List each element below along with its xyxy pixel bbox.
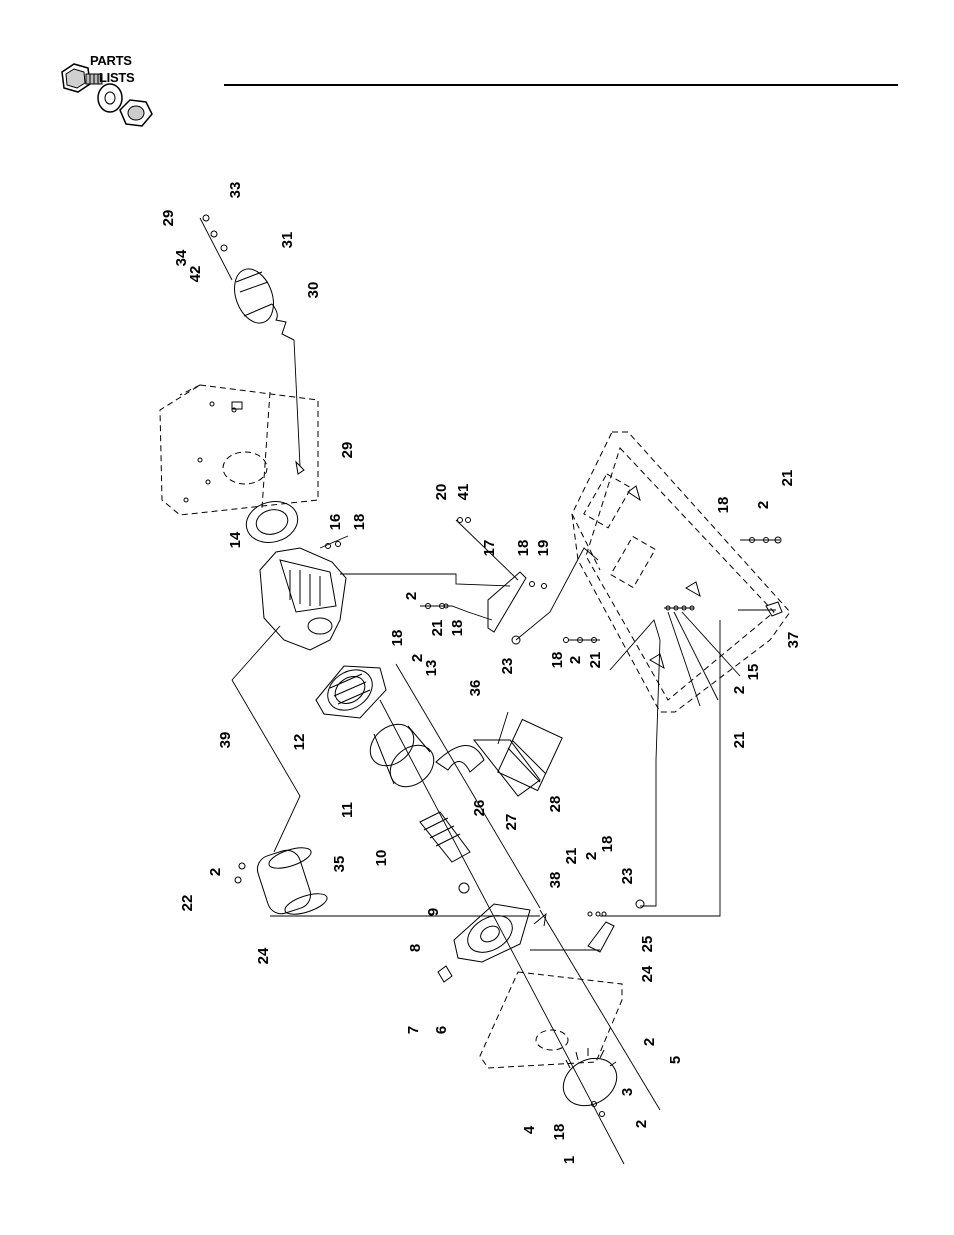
- callout-number: 18: [549, 652, 566, 669]
- callout-number: 18: [351, 514, 368, 531]
- callout-number: 6: [433, 1026, 450, 1034]
- callout-number: 5: [667, 1056, 684, 1064]
- callout-number: 22: [179, 895, 196, 912]
- leader-lines: [232, 536, 660, 1164]
- callout-number: 4: [521, 1125, 538, 1134]
- lower-frame-panel: [480, 972, 622, 1068]
- callout-number: 18: [599, 836, 616, 853]
- callout-number: 16: [327, 514, 344, 531]
- callout-number: 34: [173, 249, 190, 266]
- callout-number: 19: [535, 540, 552, 557]
- callout-number: 42: [187, 266, 204, 283]
- callout-number: 2: [755, 501, 772, 509]
- callout-number: 2: [633, 1120, 650, 1128]
- fan-4: [555, 1048, 625, 1117]
- upper-frame-panel: [160, 385, 318, 515]
- callout-number: 25: [639, 936, 656, 953]
- callout-number: 13: [423, 660, 440, 677]
- callout-number: 2: [583, 852, 600, 860]
- callout-number: 18: [389, 630, 406, 647]
- callout-number: 7: [405, 1026, 422, 1034]
- callout-number: 1: [561, 1156, 578, 1164]
- callout-number: 20: [433, 484, 450, 501]
- callout-number: 28: [547, 796, 564, 813]
- air-cleaner-element: [200, 215, 304, 474]
- callout-number: 2: [403, 592, 420, 600]
- callout-number: 29: [339, 442, 356, 459]
- callout-number: 2: [641, 1038, 658, 1046]
- callout-number: 23: [619, 868, 636, 885]
- callout-number: 17: [481, 540, 498, 557]
- callout-number: 10: [373, 850, 390, 867]
- callout-number: 26: [471, 800, 488, 817]
- callout-number: 2: [567, 656, 584, 664]
- callout-number: 11: [339, 802, 356, 818]
- callout-number: 8: [407, 944, 424, 952]
- callout-number: 21: [731, 732, 748, 749]
- callout-number: 15: [745, 664, 762, 681]
- callout-number: 21: [429, 620, 446, 637]
- callout-number: 33: [227, 182, 244, 199]
- callout-number: 37: [785, 632, 802, 649]
- callout-number: 41: [455, 484, 472, 501]
- callout-number: 18: [551, 1124, 568, 1141]
- callout-number: 36: [467, 680, 484, 697]
- callout-number: 12: [291, 734, 308, 751]
- callout-number: 21: [779, 470, 796, 487]
- callout-number: 30: [305, 282, 322, 299]
- callout-number: 2: [731, 686, 748, 694]
- callout-number: 24: [255, 947, 272, 964]
- muffler-35: [235, 844, 329, 919]
- callout-number: 31: [279, 232, 296, 249]
- duct-parts: [436, 712, 562, 796]
- callout-number: 14: [227, 531, 244, 548]
- callout-number: 27: [503, 814, 520, 831]
- callout-number: 21: [563, 848, 580, 865]
- callout-number: 38: [547, 872, 564, 889]
- bracket-25: [588, 900, 644, 952]
- callout-number: 21: [587, 652, 604, 669]
- callout-number: 3: [619, 1088, 636, 1096]
- callout-number: 18: [715, 497, 732, 514]
- callout-number: 23: [499, 658, 516, 675]
- callout-number: 18: [515, 540, 532, 557]
- callout-number: 35: [331, 856, 348, 873]
- stator-11: [362, 716, 442, 795]
- callout-number: 39: [217, 732, 234, 749]
- callout-number: 9: [425, 908, 442, 916]
- callout-number: 24: [639, 965, 656, 982]
- bracket-17: [456, 518, 547, 633]
- callout-number: 18: [449, 620, 466, 637]
- callout-number: 2: [207, 868, 224, 876]
- callout-number: 29: [160, 210, 177, 227]
- fan-housing-12: [316, 661, 386, 718]
